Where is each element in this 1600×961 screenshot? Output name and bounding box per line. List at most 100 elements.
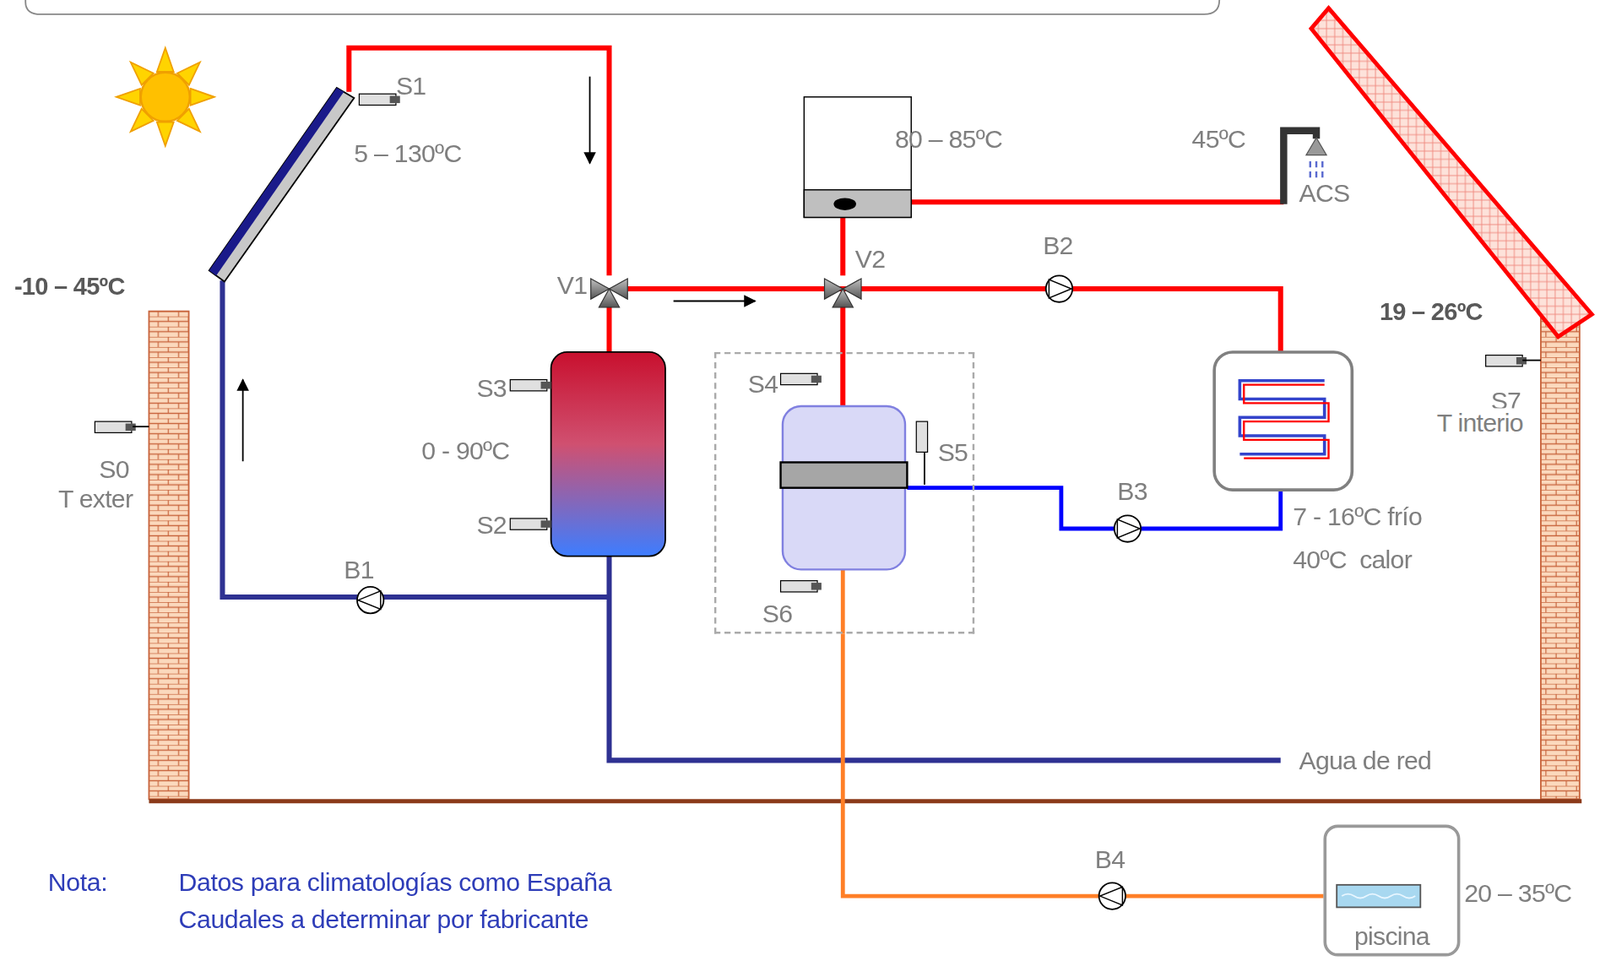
diagram-label: 0 - 90ºC <box>421 435 510 465</box>
diagram-label: 40ºC calor <box>1292 544 1412 574</box>
pump-label: B4 <box>1095 845 1126 874</box>
boiler <box>833 197 857 211</box>
pipes <box>906 488 1280 529</box>
pipes <box>242 379 245 462</box>
diagram-label: V2 <box>855 244 886 273</box>
fan-coil <box>1243 385 1329 459</box>
pool-pipe <box>842 634 1324 897</box>
diagram-label: Agua de red <box>1298 745 1432 775</box>
note-text: Caudales a determinar por fabricante <box>178 904 589 933</box>
heat-exchanger <box>781 461 908 488</box>
sun-icon <box>157 122 174 147</box>
pump-symbol <box>1117 519 1140 538</box>
boiler <box>803 189 912 218</box>
temperature-sensors <box>811 375 822 383</box>
temperature-sensors <box>541 520 552 527</box>
pipes <box>840 302 846 407</box>
pipes <box>673 300 756 303</box>
heat-exchanger <box>781 406 908 570</box>
diagram-label: 80 – 85ºC <box>894 124 1003 153</box>
sun-icon <box>116 48 215 147</box>
temperature-sensors <box>916 421 928 452</box>
solar-collector <box>209 87 355 283</box>
temperature-sensors <box>94 93 1541 592</box>
pipes <box>589 76 592 164</box>
diagram-label: 5 – 130ºC <box>353 138 462 168</box>
box-title: piscina <box>1354 921 1430 950</box>
diagram-label: V1 <box>557 270 588 299</box>
temperature-sensors <box>1522 359 1541 362</box>
sun-icon <box>141 72 190 122</box>
diagram-label: T exter <box>58 483 133 513</box>
pump-symbol <box>1114 515 1141 542</box>
fan-coil <box>1214 352 1352 490</box>
diagram-label: T interio <box>1434 407 1525 437</box>
walls <box>148 798 1582 803</box>
pool-box: piscina <box>1323 824 1460 957</box>
walls <box>148 8 1592 802</box>
diagram-label: B1 <box>343 554 375 584</box>
diagram-label: B3 <box>1117 476 1148 505</box>
pipes <box>609 556 1281 761</box>
diagram-label: -10 – 45ºC <box>14 272 125 302</box>
pipes <box>348 48 609 277</box>
shower <box>1306 137 1327 178</box>
sun-icon <box>157 48 174 72</box>
temperature-sensors <box>132 425 149 428</box>
pump-symbol <box>1114 515 1141 542</box>
diagram-label: S3 <box>476 373 507 402</box>
pipes <box>622 288 1281 353</box>
pump-symbol <box>357 586 384 613</box>
pipes <box>222 48 1317 761</box>
storage-tank <box>551 352 666 557</box>
three-way-valves <box>832 288 853 308</box>
fan-coil <box>1214 352 1352 490</box>
three-way-valves <box>598 288 619 308</box>
pump-symbol <box>1099 882 1126 909</box>
pool-water <box>1341 894 1416 899</box>
walls <box>148 311 189 800</box>
title-frame <box>25 0 1220 15</box>
pump-symbol <box>1046 275 1073 302</box>
note-text: Datos para climatologías como España <box>178 867 612 896</box>
pump-symbol <box>357 586 384 613</box>
diagram-label: ACS <box>1298 178 1350 207</box>
sensor-label: S6 <box>762 598 793 628</box>
pool-water <box>1336 884 1421 908</box>
pump-symbol <box>1099 882 1126 909</box>
pump-symbol <box>1100 886 1123 906</box>
note-text: Nota: <box>48 867 108 896</box>
fan-coil <box>1239 380 1324 455</box>
temperature-sensors <box>541 381 552 389</box>
solar-collector <box>209 87 355 283</box>
shower <box>1310 161 1324 178</box>
temperature-sensors <box>811 582 822 590</box>
diagram-label: 7 - 16ºC frío <box>1292 502 1422 532</box>
boiler <box>803 97 912 218</box>
temperature-sensors <box>923 451 926 485</box>
walls <box>1540 311 1580 800</box>
diagram-label: S1 <box>395 71 427 101</box>
sun-icon <box>190 88 215 106</box>
pump-symbol <box>1048 279 1072 299</box>
diagram-label: S0 <box>98 454 130 483</box>
sensor-label: S5 <box>938 437 969 467</box>
pump-symbol <box>357 591 381 610</box>
pump-symbol <box>1046 275 1073 302</box>
pipes <box>911 199 1284 205</box>
walls <box>1311 8 1592 337</box>
diagram-label: 45ºC <box>1192 124 1247 153</box>
diagram-label: S2 <box>476 509 507 539</box>
boiler <box>803 97 912 218</box>
diagram-label: 19 – 26ºC <box>1379 298 1483 327</box>
pipes <box>840 569 846 634</box>
storage-tank <box>551 352 666 557</box>
diagram-label: B2 <box>1042 230 1074 260</box>
sensor-label: S4 <box>748 368 779 398</box>
shower <box>1306 137 1327 156</box>
pipes <box>840 214 846 277</box>
